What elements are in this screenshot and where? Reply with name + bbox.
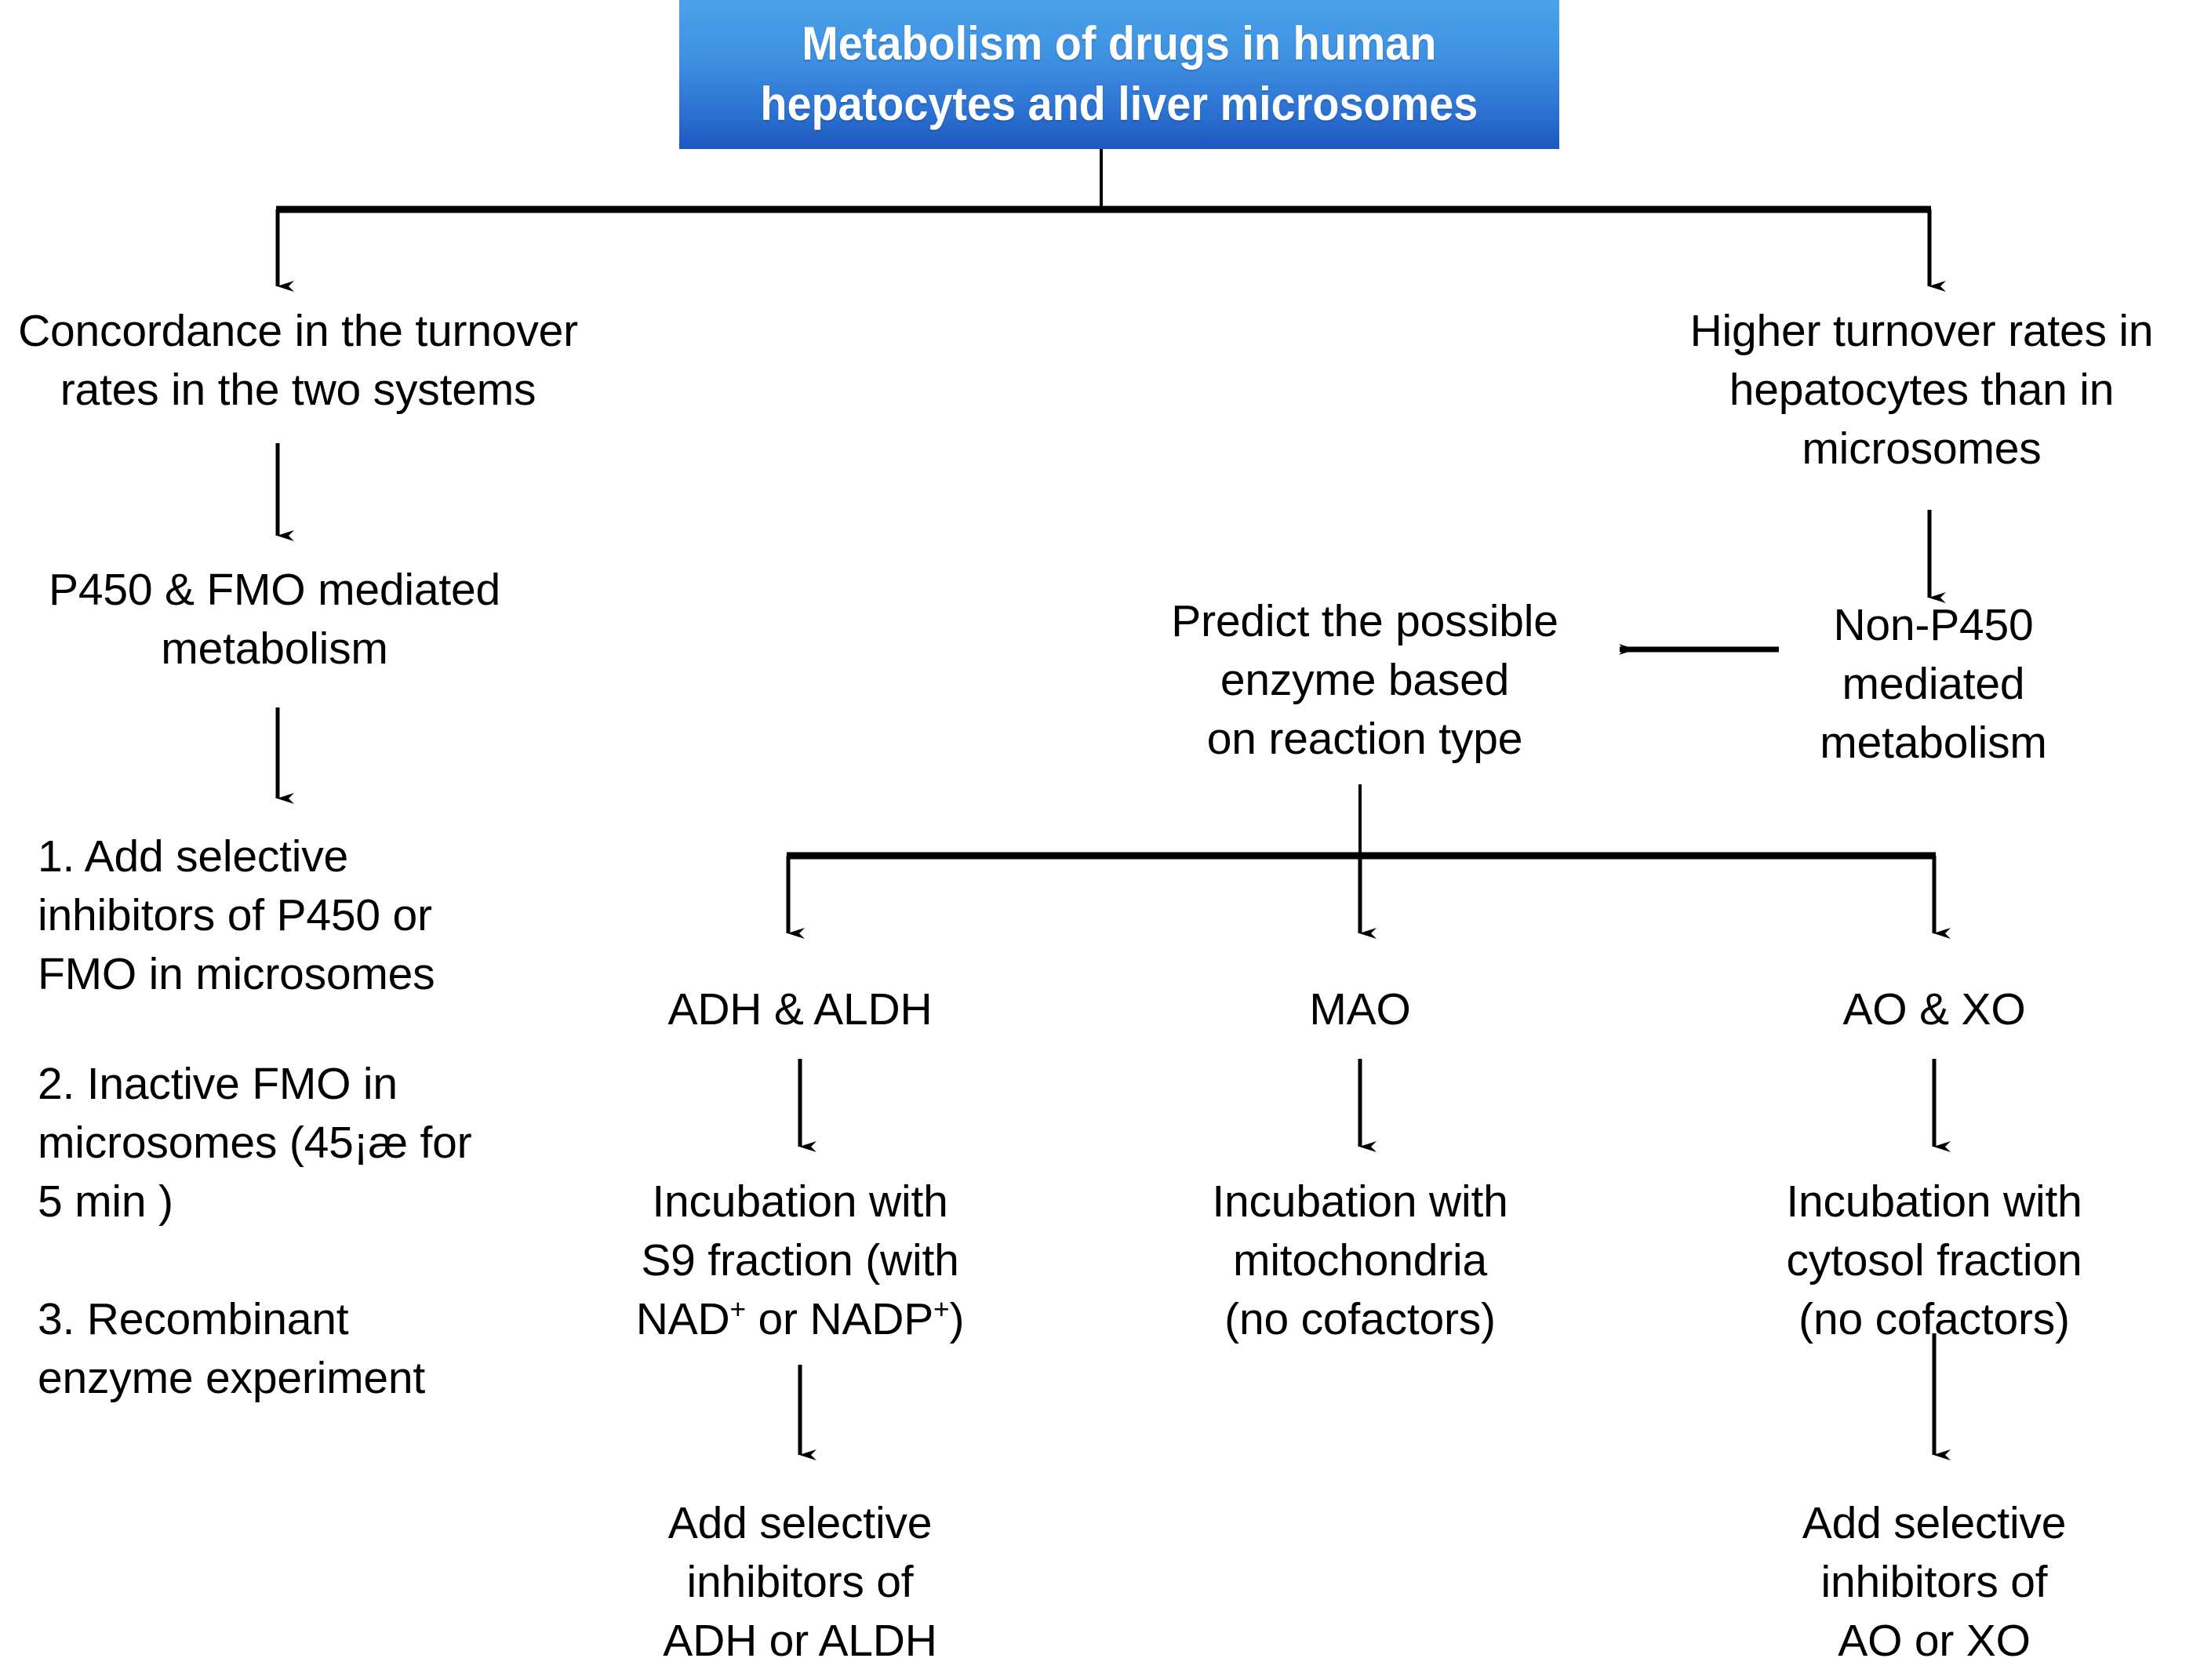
closing-paren: ) — [949, 1294, 965, 1345]
node-incubation-mitochondria: Incubation with mitochondria (no cofacto… — [1212, 1176, 1508, 1345]
incubation-s9-line-1: Incubation with — [652, 1176, 948, 1227]
incubation-s9-line-2: S9 fraction (with — [641, 1235, 959, 1286]
nad-label: NAD — [635, 1294, 730, 1345]
nadp-plus-superscript: + — [933, 1294, 950, 1325]
node-adh-aldh: ADH & ALDH — [667, 984, 933, 1035]
node-predict-enzyme: Predict the possible enzyme based on rea… — [1171, 596, 1558, 765]
node-step-1-add-inhibitors: 1. Add selective inhibitors of P450 or F… — [38, 831, 435, 1000]
node-concordance: Concordance in the turnover rates in the… — [18, 306, 578, 416]
node-mao: MAO — [1309, 984, 1411, 1035]
nad-plus-superscript: + — [729, 1294, 746, 1325]
diagram-title-banner: Metabolism of drugs in human hepatocytes… — [679, 0, 1559, 149]
node-inhibitors-ao-xo: Add selective inhibitors of AO or XO — [1802, 1498, 2067, 1667]
page-title: Metabolism of drugs in human hepatocytes… — [760, 17, 1478, 130]
nad-or-nadp-label: or NADP — [745, 1294, 934, 1345]
node-ao-xo: AO & XO — [1842, 984, 2026, 1035]
node-inhibitors-adh-aldh: Add selective inhibitors of ADH or ALDH — [663, 1498, 937, 1667]
node-incubation-s9-fraction: Incubation with S9 fraction (with NAD+ o… — [604, 1173, 996, 1350]
node-step-3-recombinant-enzyme: 3. Recombinant enzyme experiment — [38, 1294, 425, 1404]
incubation-s9-line-3: NAD+ or NADP+) — [604, 1290, 996, 1349]
node-step-2-inactivate-fmo: 2. Inactive FMO in microsomes (45¡æ for … — [38, 1059, 472, 1227]
node-p450-fmo-metabolism: P450 & FMO mediated metabolism — [49, 565, 500, 675]
node-non-p450-metabolism: Non-P450 mediated metabolism — [1820, 600, 2047, 769]
node-higher-turnover-rates: Higher turnover rates in hepatocytes tha… — [1689, 306, 2154, 475]
node-incubation-cytosol: Incubation with cytosol fraction (no cof… — [1786, 1176, 2082, 1345]
